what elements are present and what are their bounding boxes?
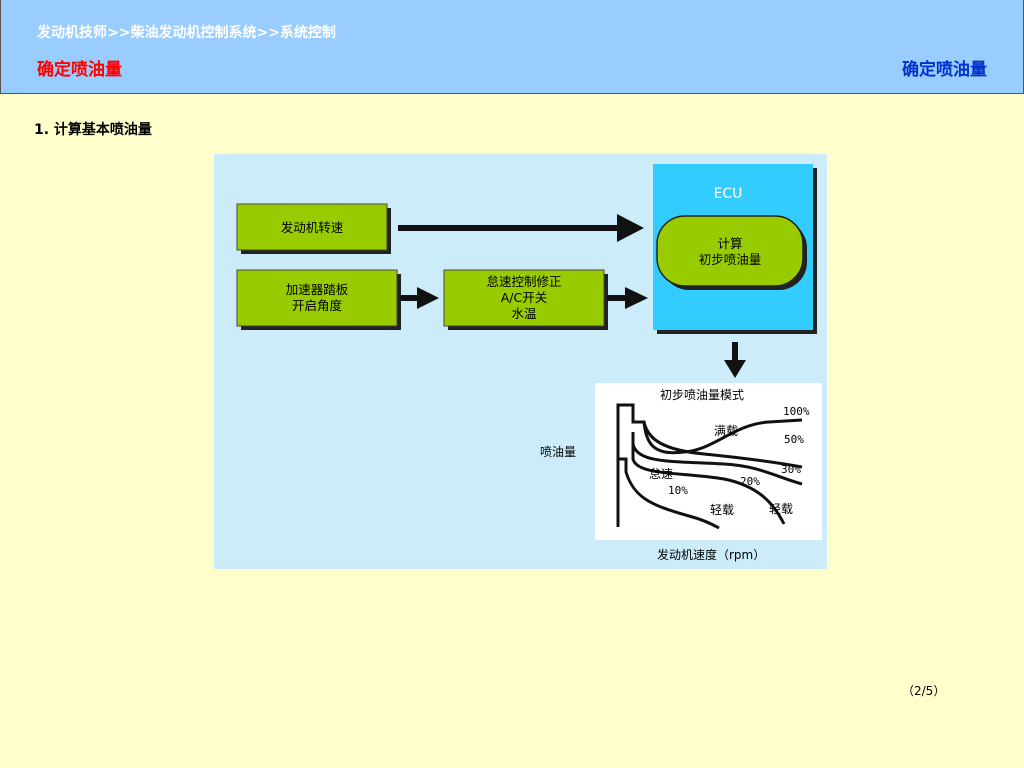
curve-30 — [631, 432, 803, 486]
label-10-percent: 10% — [668, 484, 688, 497]
curve-20 — [631, 444, 786, 525]
arrow-speed-to-ecu — [398, 214, 644, 242]
label-full-load: 满载 — [714, 424, 739, 438]
fuel-map-curves — [616, 403, 803, 530]
page-title-right: 确定喷油量 — [902, 60, 987, 80]
arrow-correction-to-ecu — [607, 287, 648, 309]
label-50-percent: 50% — [784, 433, 804, 446]
graph-x-label: 发动机速度（rpm） — [657, 548, 766, 562]
accelerator-label: 加速器踏板 开启角度 — [285, 282, 349, 313]
correction-box — [443, 269, 605, 327]
calc-label: 计算 初步喷油量 — [698, 236, 762, 267]
graph-y-label: 喷油量 — [540, 445, 577, 459]
page-indicator: （2/5） — [902, 684, 946, 698]
correction-label: 怠速控制修正 A/C开关 水温 — [486, 274, 562, 321]
curve-10 — [618, 457, 720, 530]
arrow-accel-to-correction — [400, 287, 439, 309]
label-30-percent: 30% — [781, 463, 801, 476]
arrow-ecu-to-graph — [724, 342, 746, 378]
diagram-graphics — [236, 164, 822, 540]
calc-box — [656, 215, 804, 287]
label-light-load-2: 轻载 — [769, 502, 794, 516]
header-bar: 发动机技师>>柴油发动机控制系统>>系统控制 确定喷油量 确定喷油量 — [0, 0, 1024, 94]
breadcrumb[interactable]: 发动机技师>>柴油发动机控制系统>>系统控制 — [37, 25, 336, 41]
label-light-load-1: 轻载 — [710, 503, 735, 517]
label-20-percent: 20% — [740, 475, 760, 488]
label-100-percent: 100% — [783, 405, 810, 418]
curve-50 — [642, 421, 803, 469]
engine-speed-label: 发动机转速 — [280, 220, 344, 235]
accelerator-box — [236, 269, 398, 327]
ecu-label: ECU — [713, 186, 743, 202]
fuel-injection-diagram: 发动机转速 加速器踏板 开启角度 怠速控制修正 A/C开关 水温 ECU 计算 … — [214, 154, 827, 569]
page-title: 确定喷油量 — [37, 60, 122, 80]
section-heading: 1. 计算基本喷油量 — [34, 122, 152, 138]
graph-title: 初步喷油量模式 — [660, 388, 745, 402]
label-idle: 怠速 — [649, 467, 674, 481]
engine-speed-box — [236, 203, 388, 251]
